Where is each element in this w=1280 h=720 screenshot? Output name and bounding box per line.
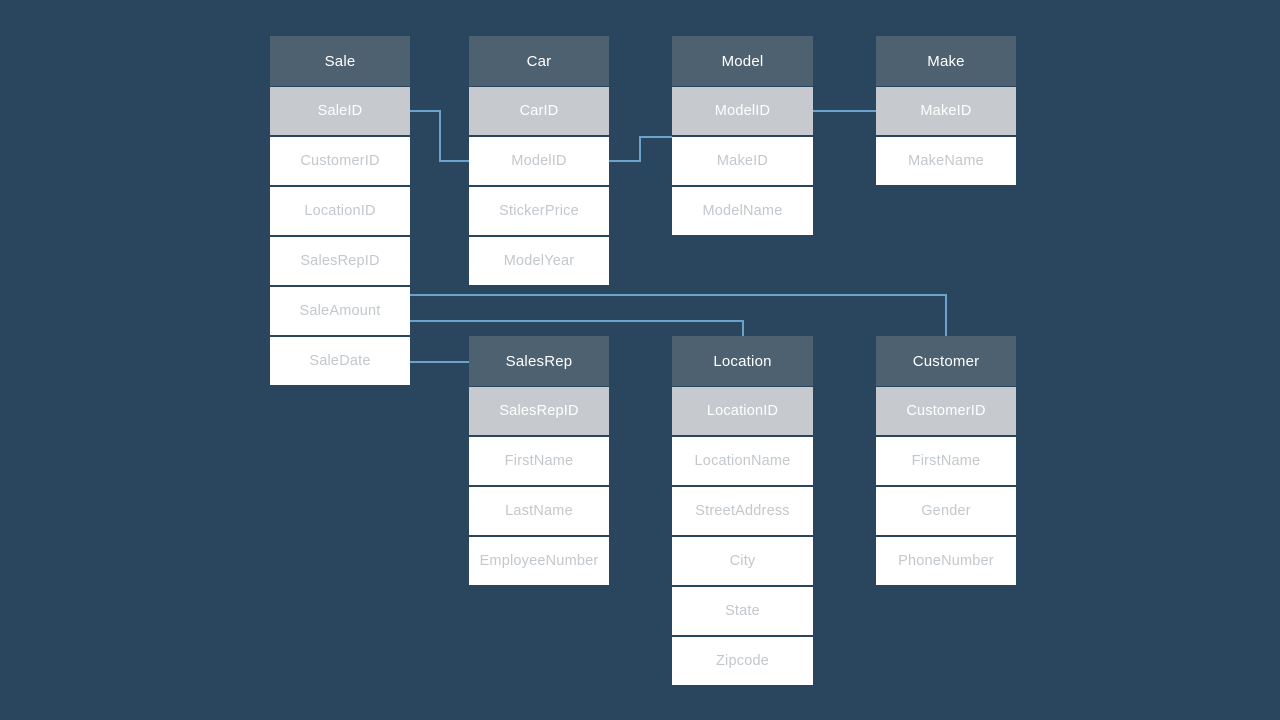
attribute-row-model-makeid[interactable]: MakeID	[672, 137, 813, 185]
attribute-row-make-makename[interactable]: MakeName	[876, 137, 1016, 185]
attribute-row-location-zipcode[interactable]: Zipcode	[672, 637, 813, 685]
connector-sale-customer	[410, 294, 947, 338]
primary-key-row-salesrep-salesrepid[interactable]: SalesRepID	[469, 387, 609, 435]
attribute-row-car-modelid[interactable]: ModelID	[469, 137, 609, 185]
entity-title-car: Car	[469, 36, 609, 86]
attribute-row-salesrep-employeenumber[interactable]: EmployeeNumber	[469, 537, 609, 585]
attribute-row-sale-customerid[interactable]: CustomerID	[270, 137, 410, 185]
entity-title-location: Location	[672, 336, 813, 386]
primary-key-row-location-locationid[interactable]: LocationID	[672, 387, 813, 435]
entity-title-salesrep: SalesRep	[469, 336, 609, 386]
primary-key-row-make-makeid[interactable]: MakeID	[876, 87, 1016, 135]
attribute-row-sale-saleamount[interactable]: SaleAmount	[270, 287, 410, 335]
attribute-row-sale-saledate[interactable]: SaleDate	[270, 337, 410, 385]
entity-title-model: Model	[672, 36, 813, 86]
attribute-row-location-city[interactable]: City	[672, 537, 813, 585]
attribute-row-sale-salesrepid[interactable]: SalesRepID	[270, 237, 410, 285]
attribute-row-sale-locationid[interactable]: LocationID	[270, 187, 410, 235]
attribute-row-car-modelyear[interactable]: ModelYear	[469, 237, 609, 285]
entity-title-make: Make	[876, 36, 1016, 86]
primary-key-row-customer-customerid[interactable]: CustomerID	[876, 387, 1016, 435]
attribute-row-salesrep-firstname[interactable]: FirstName	[469, 437, 609, 485]
connector-car-model	[609, 136, 672, 162]
attribute-row-customer-phonenumber[interactable]: PhoneNumber	[876, 537, 1016, 585]
primary-key-row-car-carid[interactable]: CarID	[469, 87, 609, 135]
attribute-row-location-state[interactable]: State	[672, 587, 813, 635]
primary-key-row-sale-saleid[interactable]: SaleID	[270, 87, 410, 135]
attribute-row-location-locationname[interactable]: LocationName	[672, 437, 813, 485]
attribute-row-car-stickerprice[interactable]: StickerPrice	[469, 187, 609, 235]
primary-key-row-model-modelid[interactable]: ModelID	[672, 87, 813, 135]
entity-title-sale: Sale	[270, 36, 410, 86]
attribute-row-location-streetaddress[interactable]: StreetAddress	[672, 487, 813, 535]
entity-title-customer: Customer	[876, 336, 1016, 386]
attribute-row-customer-gender[interactable]: Gender	[876, 487, 1016, 535]
attribute-row-model-modelname[interactable]: ModelName	[672, 187, 813, 235]
attribute-row-customer-firstname[interactable]: FirstName	[876, 437, 1016, 485]
attribute-row-salesrep-lastname[interactable]: LastName	[469, 487, 609, 535]
connector-sale-car	[410, 110, 470, 162]
